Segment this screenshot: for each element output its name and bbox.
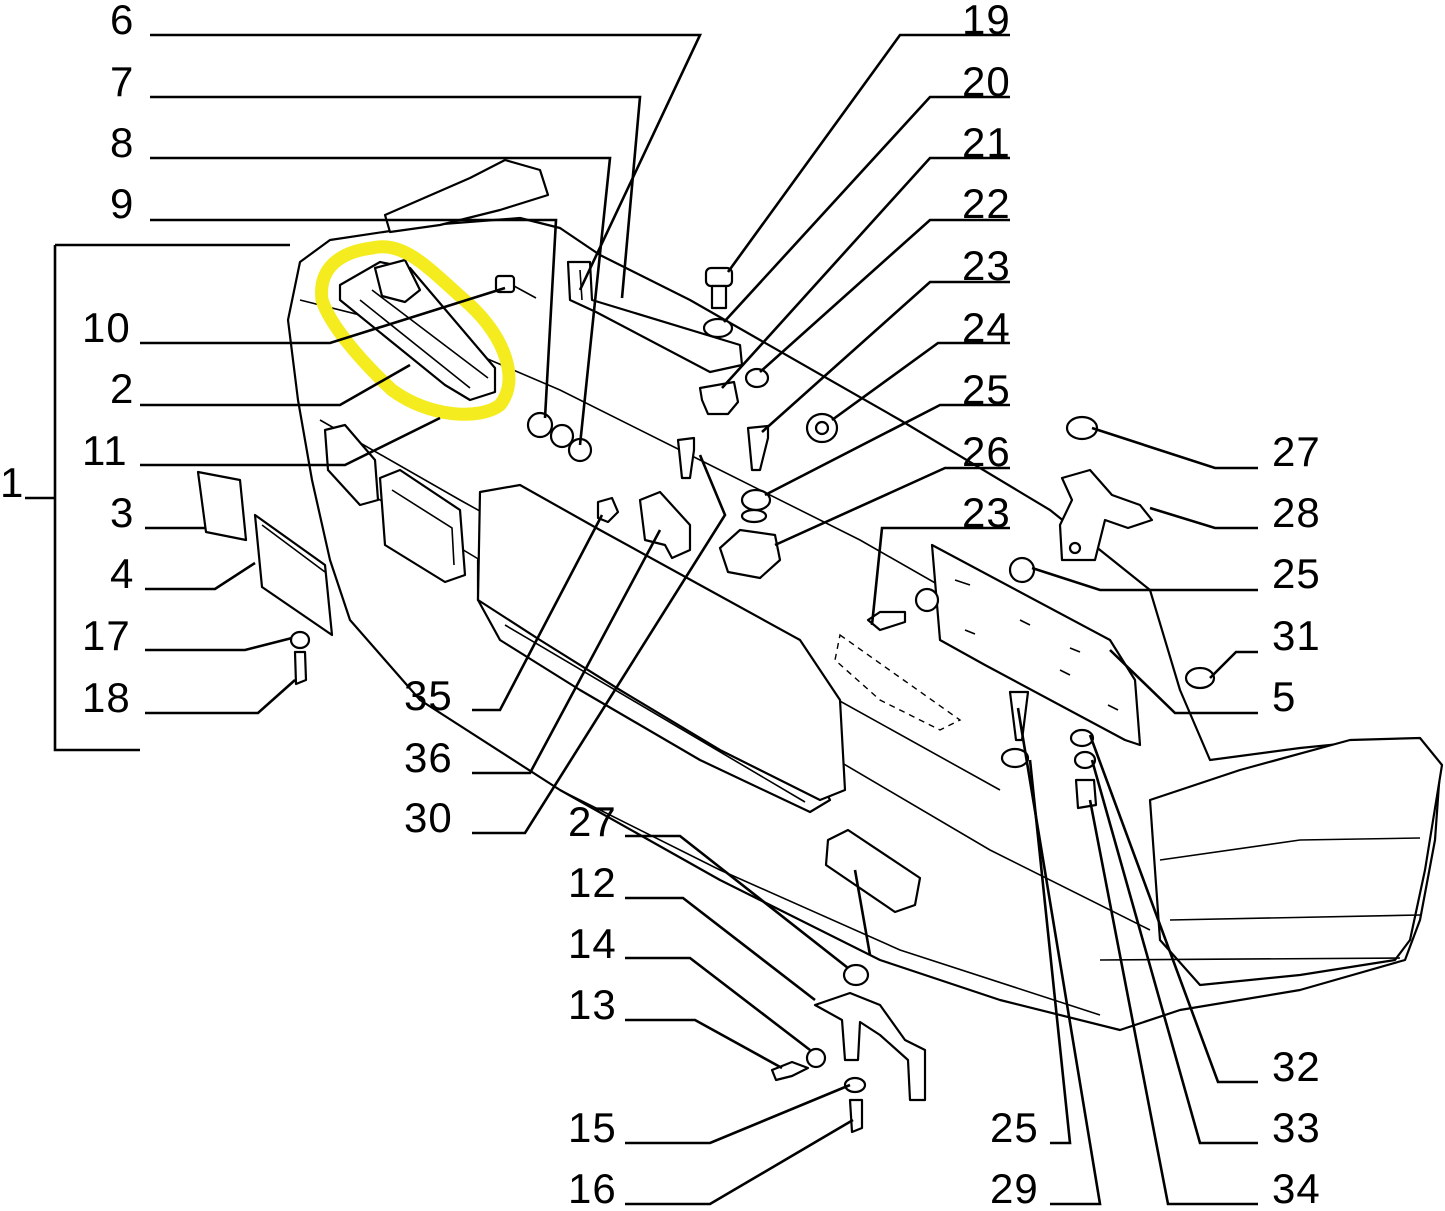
bracket-28 [1058, 468, 1154, 562]
callout-31: 31 [1272, 612, 1321, 659]
plate-recess [476, 483, 847, 802]
bumper-end-cap [1148, 736, 1444, 987]
callout-23-mid: 23 [962, 489, 1011, 536]
callout-27-bottom: 27 [568, 798, 617, 845]
mounting-region [834, 633, 962, 731]
callout-18: 18 [82, 674, 131, 721]
bracket-12 [813, 991, 927, 1102]
callout-20: 20 [962, 58, 1011, 105]
callout-3: 3 [110, 489, 134, 536]
callout-34: 34 [1272, 1165, 1321, 1211]
callout-25-top: 25 [962, 366, 1011, 413]
callout-25-bottom: 25 [990, 1104, 1039, 1151]
callout-29: 29 [990, 1165, 1039, 1211]
callout-6: 6 [110, 0, 134, 43]
callout-33: 33 [1272, 1104, 1321, 1151]
callout-28: 28 [1272, 489, 1321, 536]
callout-27-right: 27 [1272, 428, 1321, 475]
callout-15: 15 [568, 1104, 617, 1151]
reflector-3 [196, 470, 248, 542]
leader-lines [25, 33, 1258, 1206]
callout-21: 21 [962, 119, 1011, 166]
callout-19: 19 [962, 0, 1011, 43]
reflector-4 [253, 513, 334, 637]
callout-4: 4 [110, 550, 134, 597]
callout-25-right: 25 [1272, 550, 1321, 597]
bumper-top-rail [383, 158, 550, 234]
callout-8: 8 [110, 119, 134, 166]
callout-22: 22 [962, 180, 1011, 227]
callout-7: 7 [110, 58, 134, 105]
callout-16: 16 [568, 1165, 617, 1211]
callout-26: 26 [962, 428, 1011, 475]
callout-2: 2 [110, 365, 134, 412]
callout-11: 11 [82, 427, 128, 474]
callout-32: 32 [1272, 1043, 1321, 1090]
callout-14: 14 [568, 920, 617, 967]
plate-bracket [930, 543, 1142, 747]
callout-24: 24 [962, 304, 1011, 351]
callout-1: 1 [0, 459, 24, 506]
callout-12: 12 [568, 859, 617, 906]
callout-17: 17 [82, 612, 131, 659]
callout-10: 10 [82, 304, 131, 351]
callout-13: 13 [568, 981, 617, 1028]
callout-5: 5 [1272, 673, 1296, 720]
callout-9: 9 [110, 180, 134, 227]
highlight-ring [315, 240, 516, 421]
fog-lamp-opening [378, 468, 467, 584]
callout-36: 36 [404, 734, 453, 781]
callout-labels: 6 7 8 9 10 2 11 1 3 4 17 18 35 36 30 27 … [0, 0, 1321, 1211]
callout-23-top: 23 [962, 242, 1011, 289]
rubber-mount [718, 528, 782, 580]
callout-35: 35 [404, 672, 453, 719]
callout-30: 30 [404, 794, 453, 841]
bumper-body [286, 158, 1444, 1032]
